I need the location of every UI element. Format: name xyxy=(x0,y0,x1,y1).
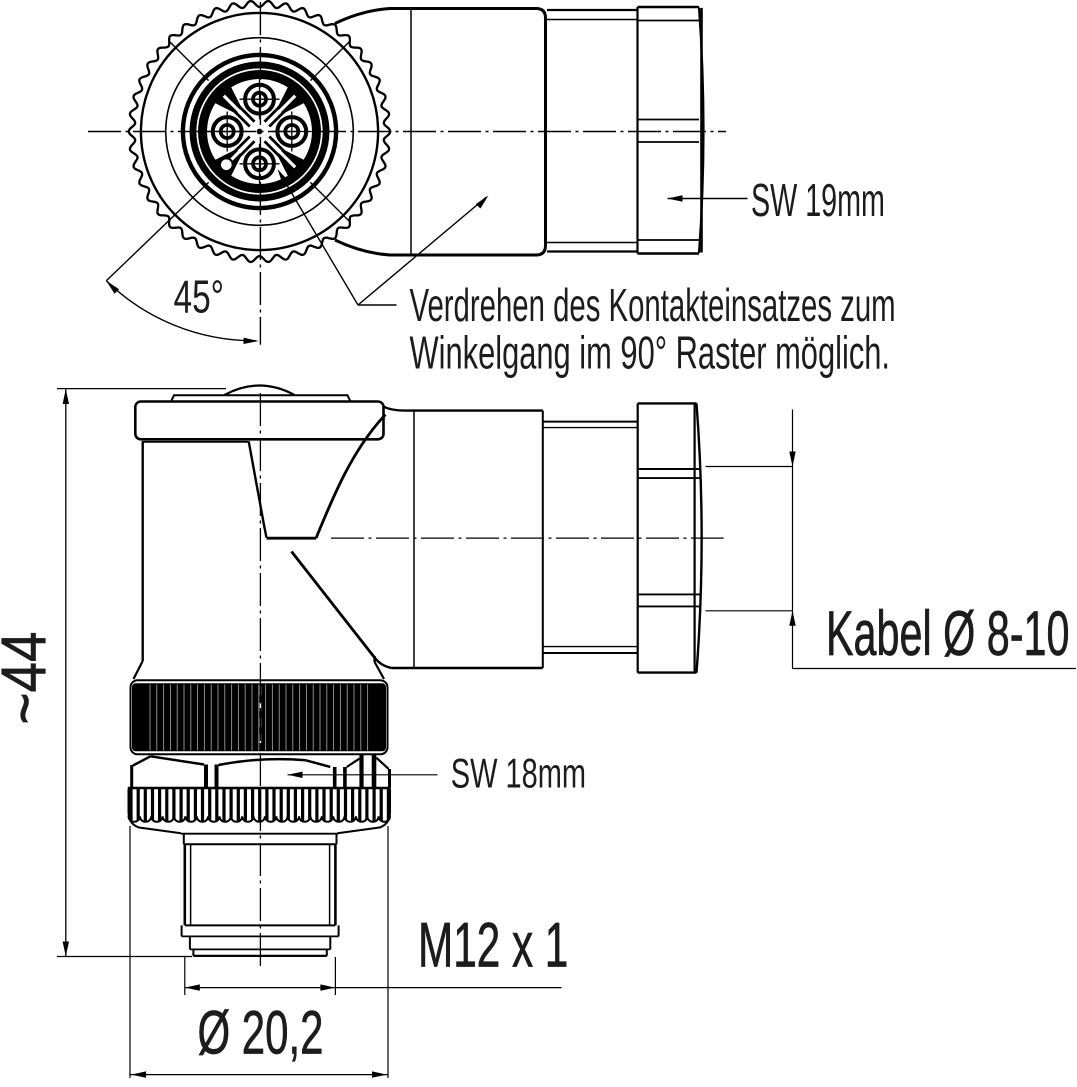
svg-text:M12 x 1: M12 x 1 xyxy=(418,910,568,980)
svg-text:45°: 45° xyxy=(174,271,224,322)
svg-text:SW 19mm: SW 19mm xyxy=(751,175,885,227)
svg-text:SW 18mm: SW 18mm xyxy=(451,749,586,797)
svg-text:Verdrehen des Kontakteinsatzes: Verdrehen des Kontakteinsatzes zum xyxy=(410,280,896,331)
svg-text:Ø 20,2: Ø 20,2 xyxy=(198,1000,324,1068)
svg-text:Kabel Ø 8-10: Kabel Ø 8-10 xyxy=(826,599,1069,669)
svg-text:~44: ~44 xyxy=(0,632,59,725)
svg-text:Winkelgang im 90° Raster mögli: Winkelgang im 90° Raster möglich. xyxy=(410,328,890,378)
